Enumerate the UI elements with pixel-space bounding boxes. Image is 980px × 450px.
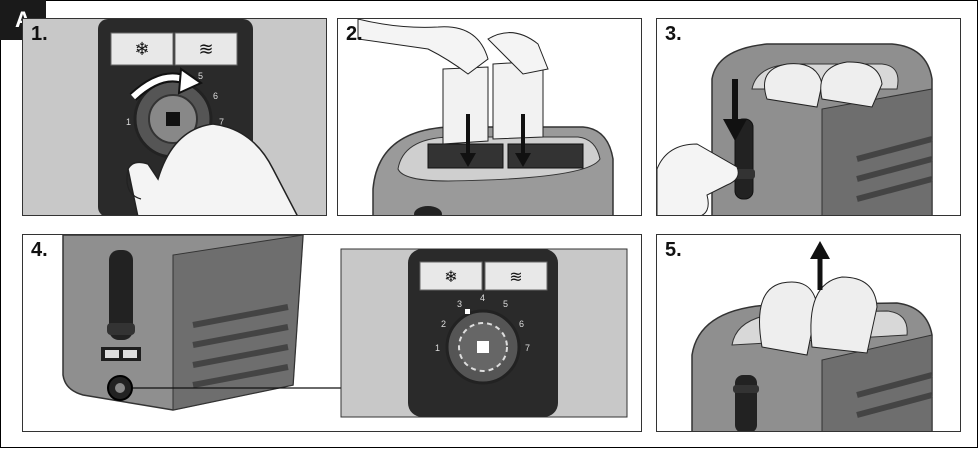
hand bbox=[657, 143, 739, 215]
step-3-illustration bbox=[657, 19, 960, 215]
step-5-illustration bbox=[657, 235, 960, 431]
step-5-panel: 5. bbox=[656, 234, 961, 432]
step-1-panel: ❄ ≋ 1 5 6 7 1. bbox=[22, 18, 327, 216]
step-2-panel: 2. bbox=[337, 18, 642, 216]
dial-mark-5: 5 bbox=[198, 71, 203, 81]
step-number: 3. bbox=[665, 23, 682, 45]
step-3-panel: 3. bbox=[656, 18, 961, 216]
step-1-illustration: ❄ ≋ 1 5 6 7 bbox=[23, 19, 326, 215]
dial-mark-6: 6 bbox=[213, 91, 218, 101]
steam-icon: ≋ bbox=[198, 39, 213, 59]
steam-icon: ≋ bbox=[509, 269, 522, 286]
step-number: 4. bbox=[31, 239, 48, 261]
dial-mark-4: 4 bbox=[480, 293, 485, 303]
step-number: 1. bbox=[31, 23, 48, 45]
step-4-illustration: ❄ ≋ 1 2 3 4 5 6 7 bbox=[23, 235, 641, 431]
hand bbox=[357, 19, 489, 75]
step-number: 2. bbox=[346, 23, 363, 45]
dial-mark-6: 6 bbox=[519, 319, 524, 329]
hand bbox=[127, 123, 298, 215]
dial-mark-1: 1 bbox=[126, 117, 131, 127]
dial-mark-3: 3 bbox=[457, 299, 462, 309]
step-number: 5. bbox=[665, 239, 682, 261]
snowflake-icon: ❄ bbox=[444, 269, 457, 286]
step-4-panel: ❄ ≋ 1 2 3 4 5 6 7 4. bbox=[22, 234, 642, 432]
dial-mark-5: 5 bbox=[503, 299, 508, 309]
snowflake-icon: ❄ bbox=[134, 39, 149, 59]
dial-mark-1: 1 bbox=[435, 343, 440, 353]
dial-mark-7: 7 bbox=[525, 343, 530, 353]
dial-mark-7: 7 bbox=[219, 117, 224, 127]
step-2-illustration bbox=[338, 19, 641, 215]
dial-mark-2: 2 bbox=[441, 319, 446, 329]
